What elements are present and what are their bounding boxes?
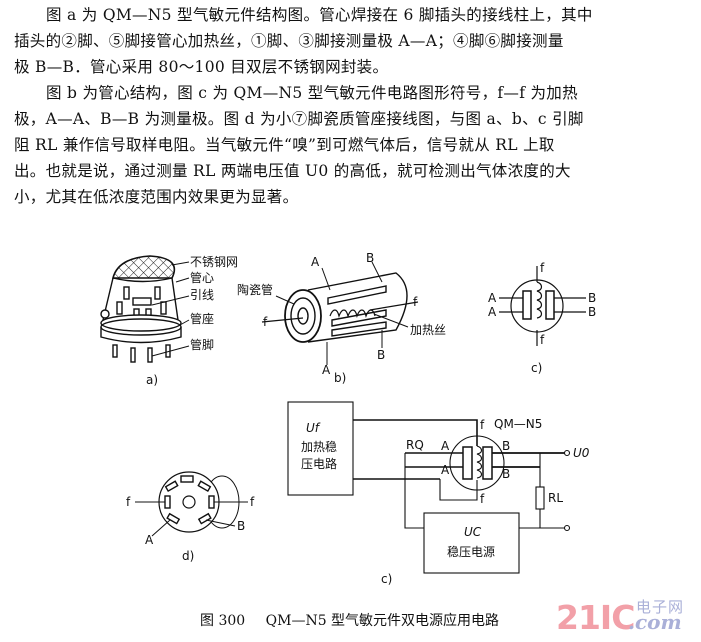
figure-d-socket — [135, 471, 248, 537]
figure-b-label: b) — [334, 371, 346, 385]
text-line: 极 B—B．管心采用 80～100 目双层不锈钢网封装。 — [14, 58, 389, 76]
text-line: 极，A—A、B—B 为测量极。图 d 为小⑦脚瓷质管座接线图，与图 a、b、c … — [14, 110, 584, 128]
figure-d-label: d) — [182, 549, 194, 563]
pin-label-a: A — [488, 291, 497, 305]
pin-label-f: f — [480, 418, 485, 432]
callout-heater: 加热丝 — [410, 323, 446, 337]
figure-a-label: a) — [146, 373, 158, 387]
callout-ceramic-tube: 陶瓷管 — [237, 282, 273, 297]
pin-label-b: B — [377, 348, 385, 362]
pin-label-b: B — [588, 305, 596, 319]
circuit-label: c) — [381, 572, 392, 586]
watermark-cn: 电子网 — [636, 598, 685, 616]
pin-label-f: f — [413, 295, 418, 309]
text-line: 小，尤其在低浓度范围内效果更为显著。 — [14, 188, 299, 206]
figure-a-sensor-package — [100, 255, 190, 363]
caption-title: QM—N5 型气敏元件双电源应用电路 — [265, 613, 500, 629]
power-symbol: UC — [464, 525, 482, 539]
pin-label-b: B — [502, 467, 510, 481]
heater-text-2: 压电路 — [301, 456, 337, 471]
watermark-brand: 21IC — [556, 598, 635, 637]
text-line: 阻 RL 兼作信号取样电阻。当气敏元件“嗅”到可燃气体后，信号就从 RL 上取 — [14, 136, 555, 154]
pin-label-b: B — [237, 519, 245, 533]
pin-label-b: B — [366, 251, 374, 265]
pin-label-f: f — [126, 495, 131, 509]
pin-label-a: A — [441, 463, 450, 477]
pin-label-b: B — [588, 291, 596, 305]
caption-number: 图 300 — [200, 613, 246, 629]
pin-label-a: A — [322, 363, 331, 377]
pin-label-a: A — [488, 305, 497, 319]
callout-base: 管座 — [190, 311, 214, 326]
paragraph-description: 图 b 为管心结构，图 c 为 QM—N5 型气敏元件电路图形符号，f—f 为加… — [14, 80, 690, 210]
resistor-label: RL — [548, 491, 563, 505]
heater-symbol: Uf — [306, 421, 321, 435]
paragraph-structure: 图 a 为 QM—N5 型气敏元件结构图。管心焊接在 6 脚插头的接线柱上，其中… — [14, 2, 690, 80]
text-line: 插头的②脚、⑤脚接管心加热丝，①脚、③脚接测量极 A—A；④脚⑥脚接测量 — [14, 32, 564, 50]
text-line: 出。也就是说，通过测量 RL 两端电压值 U0 的高低，就可检测出气体浓度的大 — [14, 162, 571, 180]
pin-label-f: f — [250, 495, 255, 509]
pin-label-a: A — [441, 439, 450, 453]
pin-label-a: A — [145, 533, 154, 547]
heater-text-1: 加热稳 — [301, 439, 337, 454]
figure-c-symbol — [499, 266, 586, 346]
figure-circuit — [287, 401, 571, 574]
pin-label-f: f — [480, 492, 485, 506]
text-line: 图 a 为 QM—N5 型气敏元件结构图。管心焊接在 6 脚插头的接线柱上，其中 — [46, 6, 593, 24]
callout-core: 管心 — [190, 270, 214, 285]
watermark-logo: 21IC 电子网 .com — [556, 596, 696, 637]
figure-caption: 图 300 QM—N5 型气敏元件双电源应用电路 — [200, 610, 499, 630]
callout-lead: 引线 — [190, 288, 214, 302]
sensor-ref: RQ — [406, 438, 424, 452]
output-label: U0 — [573, 446, 590, 460]
callout-pins: 管脚 — [190, 337, 214, 352]
power-text: 稳压电源 — [447, 544, 495, 559]
text-line: 图 b 为管心结构，图 c 为 QM—N5 型气敏元件电路图形符号，f—f 为加… — [46, 84, 578, 102]
pin-label-a: A — [311, 255, 320, 269]
sensor-name: QM—N5 — [494, 417, 542, 431]
pin-label-f: f — [540, 261, 545, 275]
figure-c-label: c) — [531, 361, 542, 375]
pin-label-b: B — [502, 439, 510, 453]
figure-b-tube-structure — [261, 261, 419, 365]
callout-mesh: 不锈钢网 — [190, 255, 238, 269]
pin-label-f: f — [540, 333, 545, 347]
watermark-domain: .com — [628, 610, 682, 634]
pin-label-f: f — [263, 315, 268, 329]
